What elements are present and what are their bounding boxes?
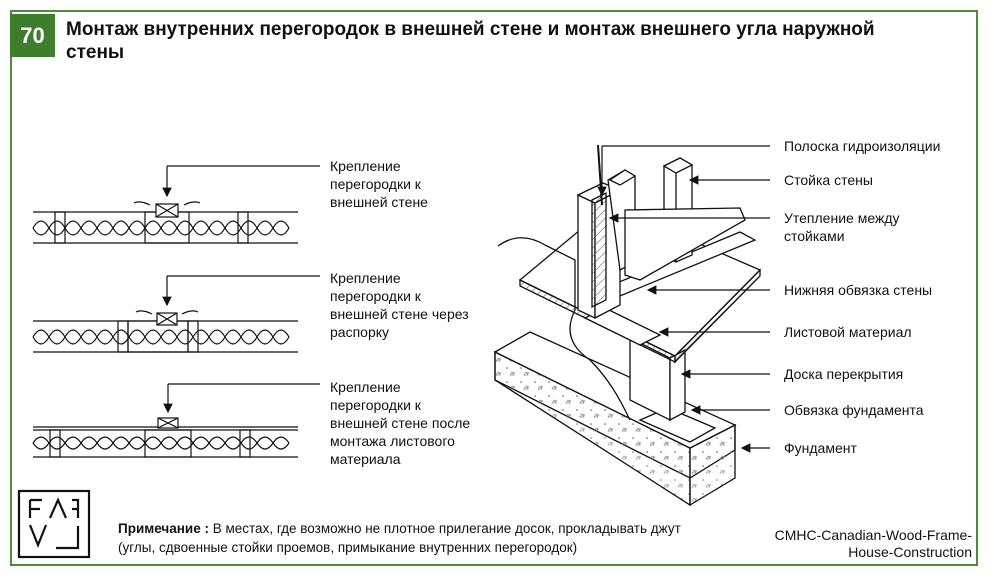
wall-section-1 (32, 165, 320, 244)
source-line-2: House-Construction (848, 544, 972, 560)
section-number-badge: 70 (10, 14, 55, 57)
label-rim-board: Доска перекрытия (784, 366, 904, 382)
label-bottom-plate: Нижняя обвязка стены (784, 282, 933, 298)
note: Примечание : В местах, где возможно не п… (118, 519, 718, 557)
isometric-corner-diagram (493, 144, 762, 507)
label-attach-partition: Крепление перегородки к внешней стене (330, 158, 428, 210)
source-credit: CMHC-Canadian-Wood-Frame- House-Construc… (775, 527, 972, 561)
fav-logo (17, 489, 91, 559)
label-sill-plate: Обвязка фундамента (784, 402, 924, 418)
label-waterproof-strip: Полоска гидроизоляции (784, 138, 941, 154)
label-wall-stud: Стойка стены (784, 172, 873, 188)
label-insulation: Утепление между стойками (784, 210, 900, 244)
label-sheathing: Листовой материал (784, 324, 912, 340)
note-text: В местах, где возможно не плотное прилег… (118, 521, 681, 555)
label-attach-partition-after-sheathing: Крепление перегородки к внешней стене по… (330, 379, 471, 467)
right-leader-lines (597, 145, 770, 453)
wall-section-3 (32, 383, 320, 458)
note-label: Примечание : (118, 521, 209, 536)
page-frame (10, 10, 978, 566)
label-foundation: Фундамент (784, 440, 857, 456)
label-attach-partition-spacer: Крепление перегородки к внешней стене че… (330, 270, 469, 340)
source-line-1: CMHC-Canadian-Wood-Frame- (774, 527, 972, 543)
page-title: Монтаж внутренних перегородок в внешней … (66, 19, 875, 63)
wall-section-2 (32, 275, 320, 353)
